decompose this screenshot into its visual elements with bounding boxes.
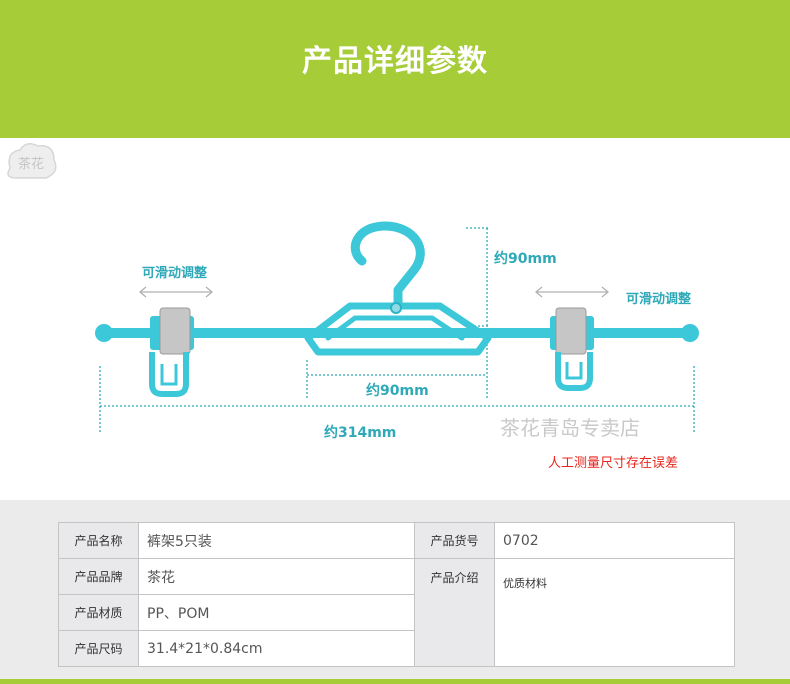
measurement-disclaimer: 人工测量尺寸存在误差 bbox=[548, 456, 679, 471]
watermark-logo-icon: 茶花 bbox=[7, 143, 57, 179]
spec-table: 产品名称 裤架5只装 产品货号 0702 产品品牌 茶花 产品介绍 优质材料 产… bbox=[58, 522, 735, 667]
slide-adjust-label-right: 可滑动调整 bbox=[626, 292, 692, 307]
spec-key: 产品材质 bbox=[58, 594, 139, 631]
center-width-dimension-label: 约90mm bbox=[366, 383, 429, 399]
product-figure: 可滑动调整 可滑动调整 约90mm 约90mm 约314mm 茶花 茶花青岛专卖… bbox=[0, 138, 790, 500]
spec-section: 产品名称 裤架5只装 产品货号 0702 产品品牌 茶花 产品介绍 优质材料 产… bbox=[0, 500, 790, 684]
spec-value: 0702 bbox=[494, 522, 735, 559]
page-title: 产品详细参数 bbox=[302, 44, 488, 79]
slide-adjust-label-left: 可滑动调整 bbox=[142, 266, 208, 281]
total-width-dimension-label: 约314mm bbox=[324, 425, 397, 441]
spec-value: PP、POM bbox=[138, 594, 415, 631]
table-row: 产品尺码 31.4*21*0.84cm bbox=[58, 630, 735, 667]
spec-value: 31.4*21*0.84cm bbox=[138, 630, 415, 667]
table-row: 产品品牌 茶花 产品介绍 优质材料 bbox=[58, 558, 735, 667]
watermark-logo-text: 茶花 bbox=[18, 156, 44, 172]
bottom-accent-strip bbox=[0, 679, 790, 684]
spec-key: 产品尺码 bbox=[58, 630, 139, 667]
spec-value: 裤架5只装 bbox=[138, 522, 415, 559]
height-dimension-label: 约90mm bbox=[494, 251, 557, 267]
table-row: 产品名称 裤架5只装 产品货号 0702 bbox=[58, 522, 735, 559]
spec-value: 优质材料 bbox=[494, 558, 735, 667]
store-watermark: 茶花青岛专卖店 bbox=[500, 416, 640, 440]
spec-key: 产品介绍 bbox=[414, 558, 495, 667]
hanger-illustration bbox=[95, 221, 699, 434]
spec-key: 产品货号 bbox=[414, 522, 495, 559]
spec-value: 茶花 bbox=[138, 558, 415, 595]
spec-key: 产品品牌 bbox=[58, 558, 139, 595]
spec-key: 产品名称 bbox=[58, 522, 139, 559]
table-row: 产品材质 PP、POM bbox=[58, 594, 735, 631]
header-banner: 产品详细参数 bbox=[0, 0, 790, 138]
